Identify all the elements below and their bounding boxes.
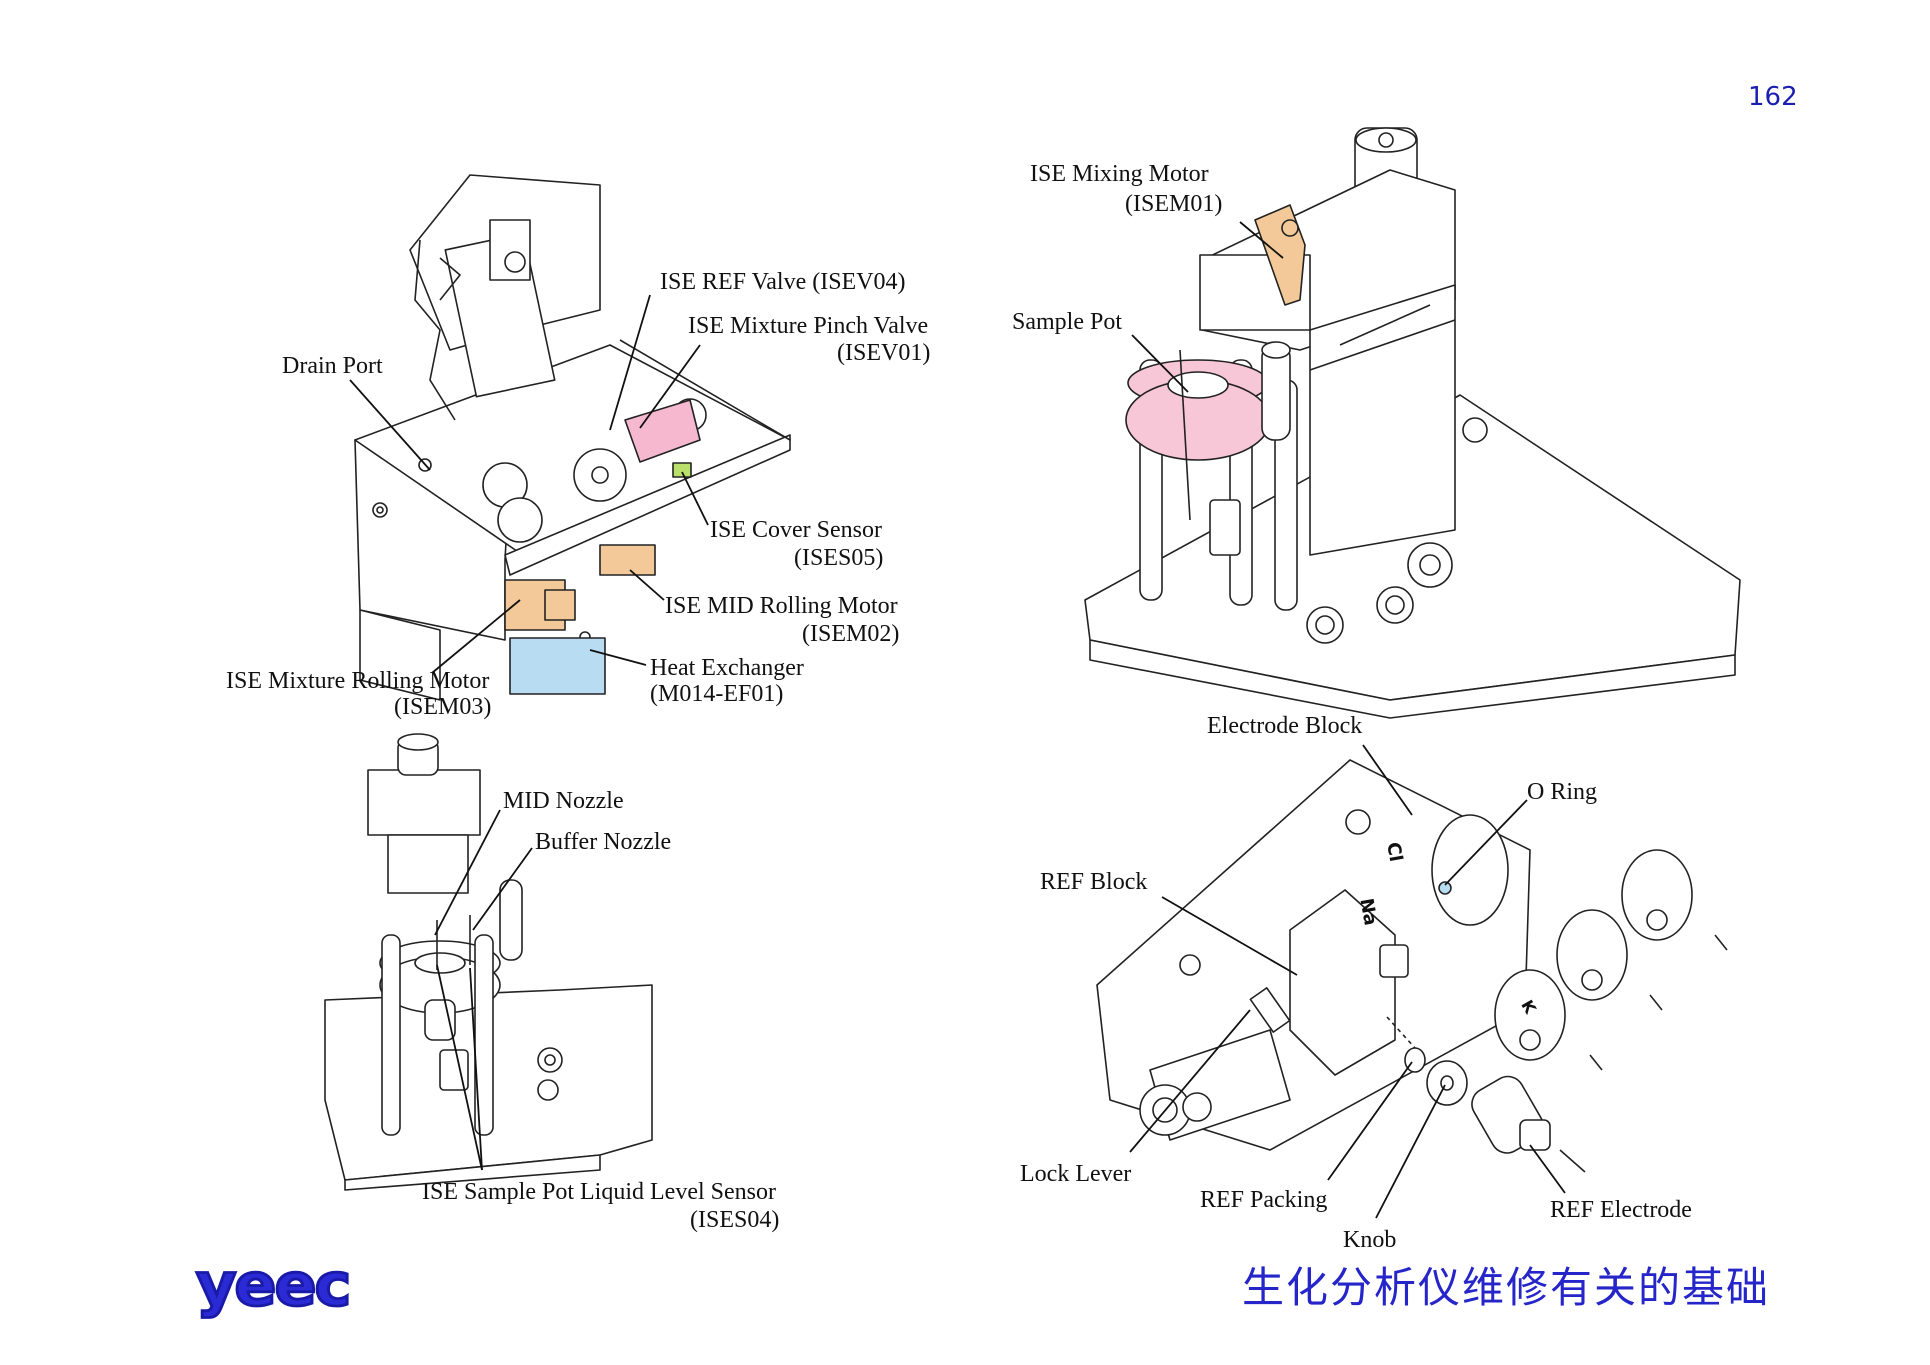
- label-ise-mid-rolling-motor: ISE MID Rolling Motor: [665, 593, 898, 619]
- sample-pot-assembly-drawing: [1084, 127, 1741, 719]
- label-ise-ref-valve: ISE REF Valve (ISEV04): [660, 269, 906, 295]
- label-ise-mixture-pinch-valve: ISE Mixture Pinch Valve: [688, 313, 929, 339]
- label-ise-cover-sensor: ISE Cover Sensor: [710, 517, 882, 543]
- electrode-block-drawing: [1096, 759, 1728, 1173]
- label-ise-mixture-pinch-valve-id: (ISEV01): [837, 340, 931, 366]
- yeec-logo: yeec: [194, 1248, 352, 1320]
- label-ise-cover-sensor-id: (ISES05): [794, 545, 884, 571]
- label-ref-electrode: REF Electrode: [1550, 1197, 1692, 1223]
- label-ise-mixture-rolling-motor-id: (ISEM03): [394, 694, 492, 720]
- leader-lines: [349, 221, 1566, 1219]
- electrode-na-marking: Na: [1355, 896, 1381, 928]
- page-number: 162: [1748, 82, 1798, 112]
- label-o-ring: O Ring: [1527, 779, 1598, 805]
- ise-unit-assembly-drawing: [354, 174, 791, 701]
- footer-title: 生化分析仪维修有关的基础: [1242, 1263, 1771, 1312]
- label-drain-port: Drain Port: [282, 353, 383, 379]
- label-ref-block: REF Block: [1040, 869, 1148, 895]
- label-ise-sample-pot-liquid-level-sensor: ISE Sample Pot Liquid Level Sensor: [422, 1179, 776, 1205]
- label-ise-sample-pot-liquid-level-sensor-id: (ISES04): [690, 1207, 780, 1233]
- label-knob: Knob: [1343, 1227, 1397, 1253]
- label-ise-mid-rolling-motor-id: (ISEM02): [802, 621, 900, 647]
- label-sample-pot: Sample Pot: [1012, 309, 1123, 335]
- label-lock-lever: Lock Lever: [1020, 1161, 1132, 1187]
- label-ise-mixture-rolling-motor: ISE Mixture Rolling Motor: [226, 668, 490, 694]
- label-electrode-block: Electrode Block: [1207, 713, 1363, 739]
- label-ise-mixing-motor: ISE Mixing Motor: [1030, 161, 1209, 187]
- ise-unit-colored-parts: [504, 399, 701, 695]
- label-heat-exchanger: Heat Exchanger: [650, 655, 804, 681]
- label-buffer-nozzle: Buffer Nozzle: [535, 829, 672, 855]
- label-heat-exchanger-id: (M014-EF01): [650, 681, 784, 707]
- label-ise-mixing-motor-id: (ISEM01): [1125, 191, 1223, 217]
- label-mid-nozzle: MID Nozzle: [503, 788, 624, 814]
- label-ref-packing: REF Packing: [1200, 1187, 1328, 1213]
